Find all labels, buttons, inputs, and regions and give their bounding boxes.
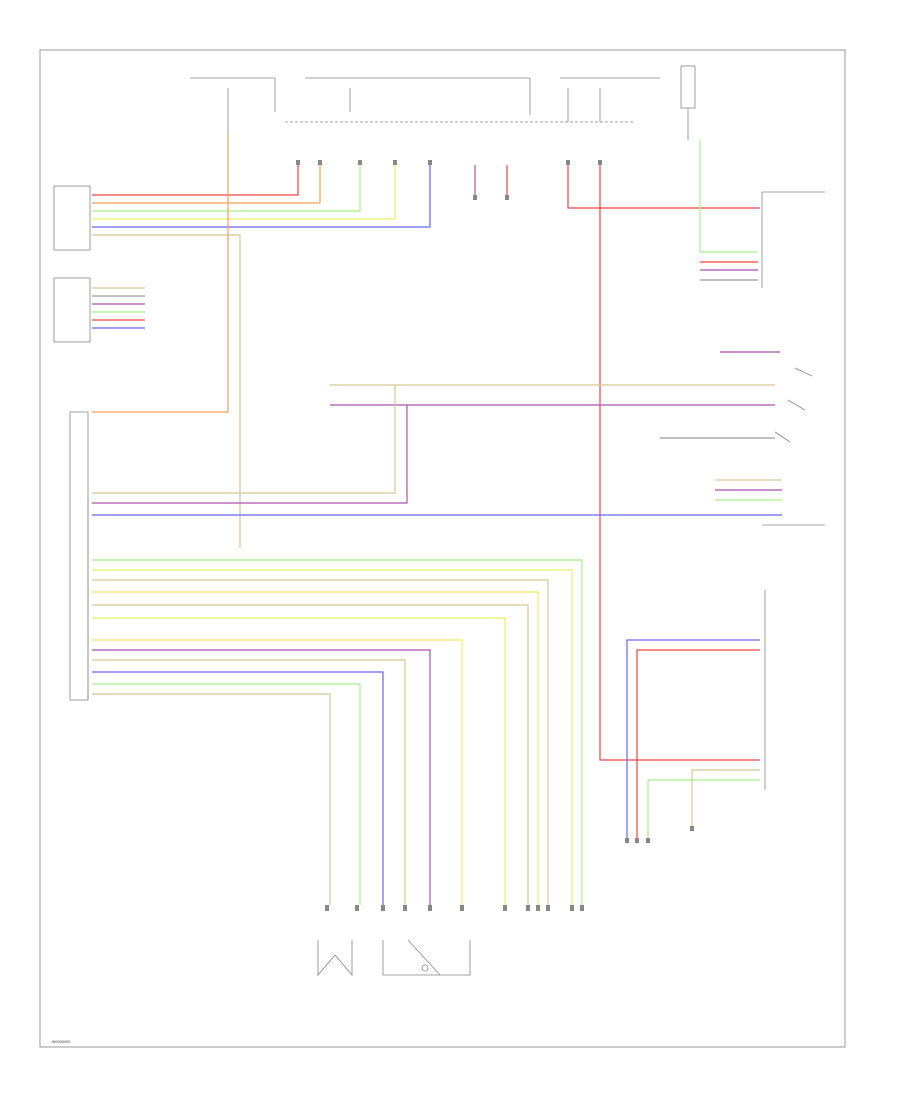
- left-connector-blocks: [53, 185, 91, 701]
- right-connector-blocks: [761, 191, 825, 790]
- wire-orange-main: [92, 135, 229, 413]
- connector-terminals: [296, 160, 694, 911]
- wire-green-lower-2: [92, 683, 361, 905]
- right-switches: [774, 367, 813, 443]
- wire-green-right: [699, 140, 758, 253]
- wire-tan-lower: [92, 385, 396, 494]
- wire-green-right-lower: [647, 779, 760, 840]
- wire-blue-right-lower: [626, 639, 760, 840]
- wire-tan-lower-4: [92, 693, 331, 905]
- wire-yellow-lower-3: [92, 617, 506, 905]
- wire-red-long: [599, 165, 760, 761]
- wire-tan-lower-3: [92, 659, 406, 905]
- wire-tan-right-lower: [691, 769, 760, 828]
- wire-blue-lower-2: [92, 671, 384, 905]
- wire-yellow-lower-4: [92, 639, 463, 905]
- wire-red-right-lower: [636, 649, 760, 840]
- wire-green-top: [92, 165, 361, 212]
- wire-violet-lower-2: [92, 649, 431, 905]
- wire-violet-lower: [92, 405, 408, 504]
- wire-tan-lower-2: [92, 604, 529, 905]
- wire-yellow-lower-1: [92, 569, 573, 905]
- wire-blue-top: [92, 165, 431, 228]
- diagram-frame: [39, 49, 846, 1048]
- wire-red-right: [567, 165, 760, 209]
- wire-yellow-top: [92, 165, 396, 220]
- wire-red-top: [92, 165, 299, 196]
- wire-yellow-lower-2: [92, 591, 539, 905]
- bottom-components: [317, 939, 471, 977]
- fuse-blocks: [190, 65, 696, 140]
- wire-tan-top: [92, 234, 241, 548]
- wire-tan-lower-1: [92, 579, 549, 905]
- wire-green-lower: [92, 559, 583, 905]
- wire-harness: [92, 135, 782, 905]
- diagram-code: W0000000: [52, 1040, 70, 1044]
- wire-orange-top: [92, 165, 321, 204]
